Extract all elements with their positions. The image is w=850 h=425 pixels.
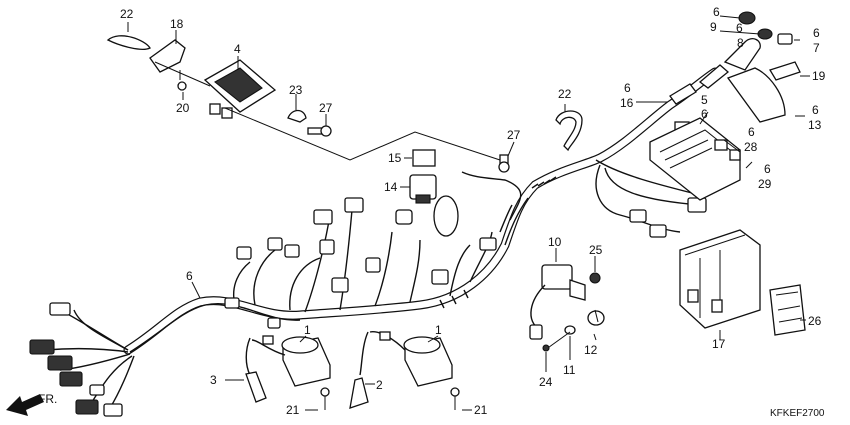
leader-lines <box>127 15 810 411</box>
ignition-coil-right <box>369 331 460 410</box>
ecu-17 <box>679 229 761 329</box>
front-direction-arrow: FR. <box>6 392 57 416</box>
ignition-connector-group <box>669 11 801 123</box>
grommet-12-collar-11-bolt-24 <box>542 310 605 352</box>
front-connector-cluster <box>29 302 123 417</box>
callout-4: 4 <box>234 42 241 56</box>
ignition-coil-left <box>251 336 331 410</box>
callout-7: 7 <box>813 41 820 55</box>
callout-6: 6 <box>186 269 193 283</box>
callout-21: 21 <box>286 403 300 417</box>
nut-25 <box>589 272 601 284</box>
assembly-outline <box>224 107 501 161</box>
spark-plug-cap-2 <box>349 331 391 409</box>
diagram-code: KFKEF2700 <box>770 408 825 419</box>
callout-25: 25 <box>589 243 603 257</box>
callout-21: 21 <box>474 403 488 417</box>
callout-6: 6 <box>713 5 720 19</box>
front-arrow-label: FR. <box>38 392 57 406</box>
callout-6: 6 <box>748 125 755 139</box>
callout-9: 9 <box>710 20 717 34</box>
callout-6: 6 <box>736 21 743 35</box>
spark-plug-cap-3 <box>245 335 274 403</box>
callout-10: 10 <box>548 235 562 249</box>
callout-6: 6 <box>701 107 708 121</box>
callout-23: 23 <box>289 83 303 97</box>
callout-11: 11 <box>563 363 576 377</box>
band-22 <box>555 110 583 152</box>
harness-connectors <box>224 195 707 329</box>
callout-labels: 22 18 4 20 23 27 22 27 15 14 6 9 6 8 6 7… <box>120 5 826 417</box>
bolt-27 <box>498 154 510 173</box>
callout-3: 3 <box>210 373 217 387</box>
main-wire-harness <box>44 67 720 409</box>
fuse-box-area <box>649 117 741 201</box>
callout-18: 18 <box>170 17 184 31</box>
callout-26: 26 <box>808 314 822 328</box>
callout-6: 6 <box>813 26 820 40</box>
callout-28: 28 <box>744 140 758 154</box>
callout-22: 22 <box>120 7 134 21</box>
callout-1: 1 <box>304 323 311 337</box>
callout-14: 14 <box>384 180 398 194</box>
strap-26 <box>769 284 806 336</box>
callout-27: 27 <box>507 128 521 142</box>
callout-20: 20 <box>176 101 190 115</box>
callout-8: 8 <box>737 36 744 50</box>
callout-27: 27 <box>319 101 333 115</box>
callout-6: 6 <box>812 103 819 117</box>
pad-15 <box>412 149 436 167</box>
callout-24: 24 <box>539 375 553 389</box>
regulator-rectifier <box>106 35 277 119</box>
callout-1: 1 <box>435 323 442 337</box>
callout-6: 6 <box>764 162 771 176</box>
callout-15: 15 <box>388 151 402 165</box>
callout-13: 13 <box>808 118 822 132</box>
callout-2: 2 <box>376 378 383 392</box>
relay-14 <box>409 174 437 204</box>
sensor-10 <box>529 264 586 340</box>
callout-6: 6 <box>624 81 631 95</box>
callout-17: 17 <box>712 337 726 351</box>
callout-19: 19 <box>812 69 826 83</box>
callout-22: 22 <box>558 87 572 101</box>
callout-12: 12 <box>584 343 598 357</box>
callout-29: 29 <box>758 177 772 191</box>
callout-16: 16 <box>620 96 634 110</box>
callout-5: 5 <box>701 93 708 107</box>
